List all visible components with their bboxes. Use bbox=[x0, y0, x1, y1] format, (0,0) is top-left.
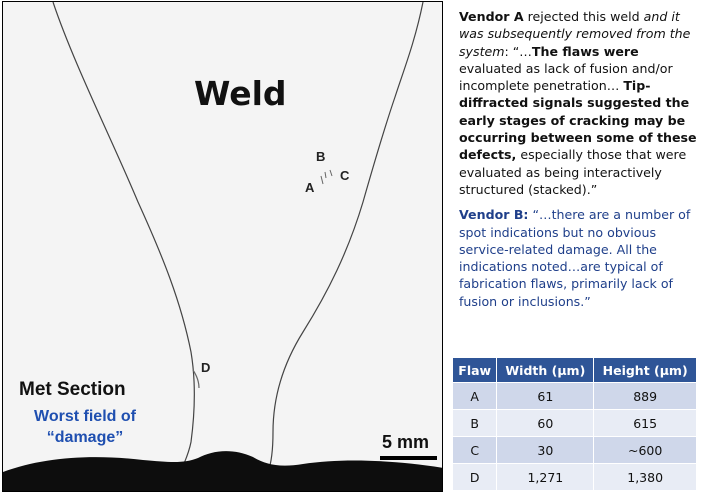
table-row: A 61 889 bbox=[451, 382, 697, 410]
left-fusion-line bbox=[52, 2, 195, 473]
met-section-subtitle: Worst field of “damage” bbox=[34, 408, 136, 446]
width-cell: 61 bbox=[496, 382, 595, 410]
met-section-title: Met Section bbox=[19, 379, 126, 400]
column-header-height: Height (µm) bbox=[593, 357, 697, 383]
scale-bar-label: 5 mm bbox=[382, 432, 430, 452]
height-cell: 615 bbox=[593, 409, 697, 437]
column-header-flaw: Flaw bbox=[451, 357, 498, 383]
vendor-a-bold-1: The flaws were bbox=[531, 43, 639, 59]
table-row: B 60 615 bbox=[451, 409, 697, 437]
vendor-a-name: Vendor A bbox=[459, 9, 524, 24]
weld-root bbox=[3, 451, 442, 491]
weld-cross-section-image bbox=[3, 2, 442, 491]
column-header-width: Width (µm) bbox=[496, 357, 595, 383]
flaw-label-c: C bbox=[340, 168, 350, 183]
vendor-a-paragraph: Vendor A rejected this weld and it was s… bbox=[459, 8, 705, 198]
width-cell: 30 bbox=[496, 436, 595, 464]
flaw-label-a: A bbox=[305, 180, 315, 195]
scale-bar bbox=[380, 456, 437, 460]
table-row: D 1,271 1,380 bbox=[451, 463, 697, 491]
flaw-cell: B bbox=[451, 409, 498, 437]
vendor-a-plain-2: especially those that were evaluated as … bbox=[459, 147, 687, 197]
height-cell: 889 bbox=[593, 382, 697, 410]
width-cell: 60 bbox=[496, 409, 595, 437]
weld-label: Weld bbox=[194, 74, 287, 113]
width-cell: 1,271 bbox=[496, 463, 595, 491]
vendor-b-quote: “…there are a number of spot indications… bbox=[459, 207, 691, 309]
right-fusion-line bbox=[267, 2, 424, 473]
vendor-a-plain: evaluated as lack of fusion and/or incom… bbox=[459, 60, 673, 94]
vendor-a-bold-2: Tip-diffracted signals suggested the ear… bbox=[459, 78, 697, 163]
flaw-cell: A bbox=[451, 382, 498, 410]
vendor-b-paragraph: Vendor B: “…there are a number of spot i… bbox=[459, 206, 705, 310]
flaw-marks-abc bbox=[320, 169, 333, 185]
vendor-a-quote-open: : “… bbox=[504, 43, 532, 59]
vendor-commentary: Vendor A rejected this weld and it was s… bbox=[459, 8, 705, 310]
macrograph-panel: Weld B A C D Met Section Worst field of … bbox=[2, 1, 443, 492]
vendor-a-intro-italic: and it was subsequently removed from the… bbox=[459, 9, 691, 59]
flaw-dimensions-table: Flaw Width (µm) Height (µm) A 61 889 B 6… bbox=[451, 357, 697, 491]
vendor-a-intro: rejected this weld bbox=[523, 9, 644, 24]
height-cell: 1,380 bbox=[593, 463, 697, 491]
flaw-cell: C bbox=[451, 436, 498, 464]
flaw-mark-d bbox=[192, 369, 200, 389]
flaw-label-b: B bbox=[316, 149, 326, 164]
table-header-row: Flaw Width (µm) Height (µm) bbox=[451, 357, 697, 383]
height-cell: ~600 bbox=[593, 436, 697, 464]
vendor-b-name: Vendor B: bbox=[459, 207, 529, 223]
flaw-cell: D bbox=[451, 463, 498, 491]
flaw-label-d: D bbox=[201, 360, 211, 375]
table-row: C 30 ~600 bbox=[451, 436, 697, 464]
